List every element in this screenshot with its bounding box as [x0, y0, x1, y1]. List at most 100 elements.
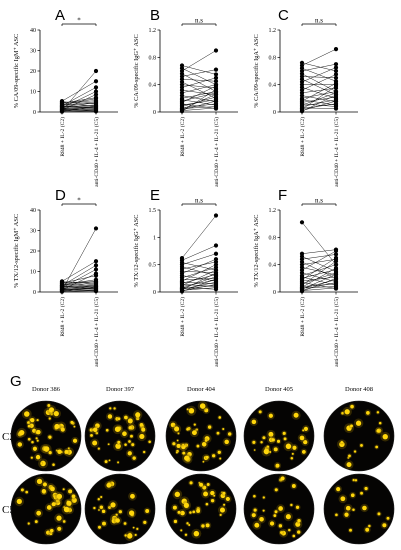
elispot-spot — [198, 481, 201, 484]
pair-line — [181, 272, 217, 291]
elispot-spot — [57, 526, 62, 531]
elispot-spot — [350, 424, 353, 428]
pair-line — [181, 89, 217, 112]
elispot-spot — [364, 486, 368, 491]
elispot-spot — [225, 496, 230, 502]
pair-line — [301, 272, 337, 285]
data-point — [59, 284, 65, 289]
pair-line — [301, 261, 337, 286]
elispot-spot — [219, 507, 225, 513]
elispot-spot — [340, 496, 346, 502]
pair-line — [181, 261, 217, 270]
elispot-spot — [135, 412, 141, 418]
elispot-spot — [139, 423, 144, 427]
elispot-spot — [191, 430, 197, 436]
x-category-label: anti-CD40 + IL-4 + IL-21 (C5) — [213, 297, 220, 367]
data-point — [333, 280, 339, 285]
elispot-spot — [219, 513, 222, 517]
pair-line — [61, 287, 97, 290]
elispot-spot — [218, 416, 222, 419]
pair-line — [301, 274, 337, 290]
elispot-spot — [63, 506, 70, 513]
data-point — [213, 243, 219, 248]
elispot-spot — [30, 418, 35, 423]
elispot-spot — [366, 411, 370, 415]
pair-line — [301, 83, 337, 102]
elispot-spot — [266, 445, 270, 449]
elispot-spot — [118, 510, 122, 514]
elispot-spot — [386, 516, 390, 520]
data-point — [93, 284, 99, 289]
elispot-spot — [293, 412, 299, 418]
elispot-spot — [107, 414, 113, 419]
elispot-spot — [193, 423, 196, 426]
data-point — [59, 289, 65, 294]
data-point — [333, 75, 339, 80]
pair-line — [181, 264, 217, 282]
elispot-spot — [205, 523, 210, 528]
elispot-spot — [344, 512, 349, 517]
elispot-spot — [62, 488, 65, 491]
elispot-spot — [341, 411, 344, 415]
data-point — [213, 75, 219, 80]
panel-letter: D — [55, 187, 66, 204]
y-axis-label: % CA/09-specific IgG⁺ ASC — [133, 34, 140, 107]
elispot-spot — [201, 442, 207, 447]
data-point — [213, 257, 219, 262]
elispot-spot — [67, 447, 70, 450]
pair-line — [61, 283, 97, 287]
elispot-spot — [188, 524, 191, 526]
pair-line — [181, 278, 217, 292]
data-point — [93, 281, 99, 286]
elispot-spot — [60, 427, 65, 432]
pair-line — [301, 257, 337, 280]
elispot-spot — [199, 482, 204, 487]
pair-line — [301, 92, 337, 106]
data-point — [59, 99, 65, 104]
elispot-spot — [382, 434, 388, 440]
data-point — [213, 251, 219, 256]
elispot-spot — [299, 435, 305, 441]
elispot-spot — [53, 495, 58, 500]
pair-line — [181, 245, 217, 261]
elispot-spot — [336, 487, 341, 492]
elispot-spot — [68, 489, 73, 494]
elispot-spot — [253, 494, 256, 498]
y-tick-label: 0.5 — [149, 263, 157, 269]
elispot-spot — [216, 431, 220, 435]
elispot-spot — [142, 450, 146, 454]
pair-line — [301, 62, 337, 72]
elispot-spot — [224, 439, 229, 445]
elispot-spot — [41, 489, 47, 494]
data-point — [333, 285, 339, 290]
pair-line — [181, 269, 217, 286]
elispot-spot — [183, 502, 189, 508]
elispot-spot — [126, 533, 133, 539]
elispot-spot — [35, 454, 41, 460]
elispot-spot — [189, 511, 192, 514]
y-tick-label: 20 — [30, 249, 36, 255]
x-category-label: anti-CD40 + IL-4 + IL-21 (C5) — [333, 297, 340, 367]
elispot-spot — [52, 463, 55, 466]
y-tick-label: 0 — [273, 290, 276, 296]
pair-line — [61, 288, 97, 292]
significance-label: n.s — [315, 17, 323, 25]
elispot-spot — [66, 500, 72, 507]
elispot-spot — [195, 428, 199, 431]
elispot-spot — [17, 442, 23, 447]
elispot-spot — [291, 452, 294, 455]
y-tick-label: 10 — [30, 270, 36, 276]
pair-line — [61, 104, 97, 108]
data-point — [213, 83, 219, 89]
elispot-spot — [376, 429, 380, 433]
data-point — [213, 48, 219, 53]
y-tick-label: 0 — [33, 110, 36, 116]
pair-line — [301, 103, 337, 109]
elispot-spot — [180, 510, 185, 516]
elispot-spot — [262, 496, 265, 499]
donor-label: Donor 386 — [32, 386, 61, 393]
elispot-spot — [19, 429, 25, 436]
elispot-spot — [291, 484, 296, 488]
elispot-spot — [207, 425, 212, 429]
